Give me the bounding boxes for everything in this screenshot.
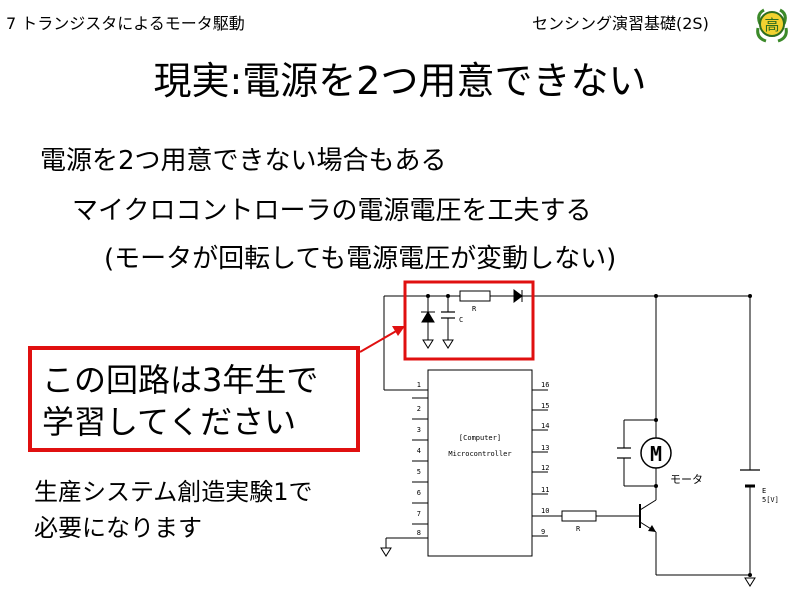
callout-line-1: この回路は3年生で [42, 361, 319, 399]
microcontroller-chip [427, 369, 533, 557]
pin-number: 3 [417, 426, 421, 434]
pin-number: 5 [417, 468, 421, 476]
diode [513, 289, 523, 303]
callout-box: この回路は3年生で 学習してください [28, 346, 360, 452]
pin-number: 1 [417, 381, 421, 389]
chip-label-2: Microcontroller [448, 450, 511, 458]
ground-icon [744, 577, 756, 587]
capacitor [441, 311, 455, 319]
zener-diode [421, 311, 435, 323]
body-line-1: 電源を2つ用意できない場合もある [40, 146, 447, 176]
battery-label-1: E [762, 487, 766, 495]
pin-number: 15 [541, 402, 549, 410]
battery-label-2: 5[V] [762, 496, 779, 504]
motor-symbol: M [650, 442, 662, 466]
experiment-note: 生産システム創造実験1で 必要になります [34, 474, 313, 546]
pin-number: 6 [417, 489, 421, 497]
motor-label: モータ [670, 473, 703, 486]
chip-label-1: [Computer] [459, 434, 501, 442]
motor-capacitor [617, 447, 631, 459]
callout-line-2: 学習してください [42, 403, 297, 441]
pin-number: 2 [417, 405, 421, 413]
resistor-top [459, 290, 491, 302]
ground-icon [422, 339, 434, 349]
resistor-base-label: R [576, 525, 581, 533]
pin-number: 13 [541, 444, 549, 452]
resistor-base [561, 510, 597, 522]
motor [640, 437, 672, 469]
body-line-2: マイクロコントローラの電源電圧を工夫する [72, 196, 592, 226]
pin-number: 8 [417, 529, 421, 537]
pin-number: 9 [541, 528, 545, 536]
capacitor-label: C [459, 316, 463, 324]
ground-icon [442, 339, 454, 349]
pin-number: 14 [541, 422, 549, 430]
slide-title: 現実:電源を2つ用意できない [153, 59, 647, 103]
battery [740, 469, 760, 488]
header-course-title: センシング演習基礎(2S) [532, 14, 709, 33]
resistor-top-label: R [472, 305, 477, 313]
pin-number: 12 [541, 464, 549, 472]
ground-icon [380, 547, 392, 557]
pin-number: 4 [417, 447, 421, 455]
pin-number: 10 [541, 507, 549, 515]
pin-number: 11 [541, 486, 549, 494]
note-line-1: 生産システム創造実験1で [34, 478, 313, 506]
body-line-3: (モータが回転しても電源電圧が変動しない) [104, 244, 617, 274]
crest-glyph: 高 [764, 16, 779, 34]
pin-number: 16 [541, 381, 549, 389]
regulator-highlight-box [403, 280, 535, 361]
header-chapter-title: 7 トランジスタによるモータ駆動 [6, 14, 245, 33]
school-crest-icon: 高 [756, 8, 788, 43]
note-line-2: 必要になります [34, 514, 202, 542]
transistor [639, 499, 657, 533]
callout-arrow [359, 329, 399, 353]
pin-number: 7 [417, 510, 421, 518]
